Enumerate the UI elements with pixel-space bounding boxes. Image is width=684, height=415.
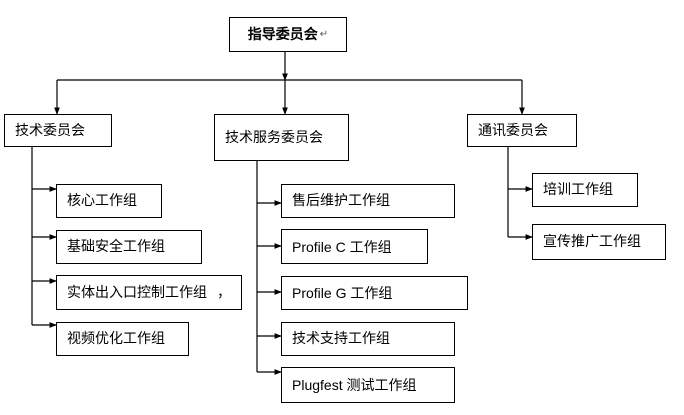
group-node: Profile G 工作组	[281, 276, 468, 310]
group-label: 培训工作组	[543, 182, 613, 198]
group-label: Profile G 工作组	[292, 285, 393, 301]
group-label: 视频优化工作组	[67, 331, 165, 347]
group-label: 实体出入口控制工作组	[67, 284, 207, 301]
group-node: 售后维护工作组	[281, 184, 455, 218]
root-node: 指导委员会↵	[229, 17, 347, 52]
group-node: 实体出入口控制工作组 ，	[56, 275, 242, 310]
group-node: 核心工作组	[56, 184, 162, 218]
group-label: Plugfest 测试工作组	[292, 377, 417, 393]
committee-node-3: 通讯委员会	[467, 114, 577, 147]
group-node: 宣传推广工作组	[532, 224, 666, 260]
group-node: 视频优化工作组	[56, 322, 189, 356]
group-node: 培训工作组	[532, 173, 638, 207]
committee-label: 通讯委员会	[478, 122, 548, 139]
committee-label: 技术委员会	[15, 122, 85, 139]
group-node: Profile C 工作组	[281, 229, 428, 264]
root-label: 指导委员会	[247, 26, 318, 43]
paragraph-mark-icon: ↵	[319, 28, 329, 40]
group-node: Plugfest 测试工作组	[281, 367, 455, 403]
group-label: 基础安全工作组	[67, 239, 165, 255]
group-label: Profile C 工作组	[292, 238, 392, 255]
group-label: 核心工作组	[67, 193, 137, 209]
committee-node-1: 技术委员会	[4, 114, 112, 147]
group-node: 技术支持工作组	[281, 322, 455, 356]
group-label: 售后维护工作组	[292, 193, 390, 209]
committee-label: 技术服务委员会	[225, 129, 323, 146]
group-label: 宣传推广工作组	[543, 234, 641, 250]
committee-node-2: 技术服务委员会	[214, 114, 349, 161]
group-node: 基础安全工作组	[56, 230, 202, 264]
group-label: 技术支持工作组	[292, 331, 390, 347]
group-suffix: ，	[217, 284, 231, 301]
